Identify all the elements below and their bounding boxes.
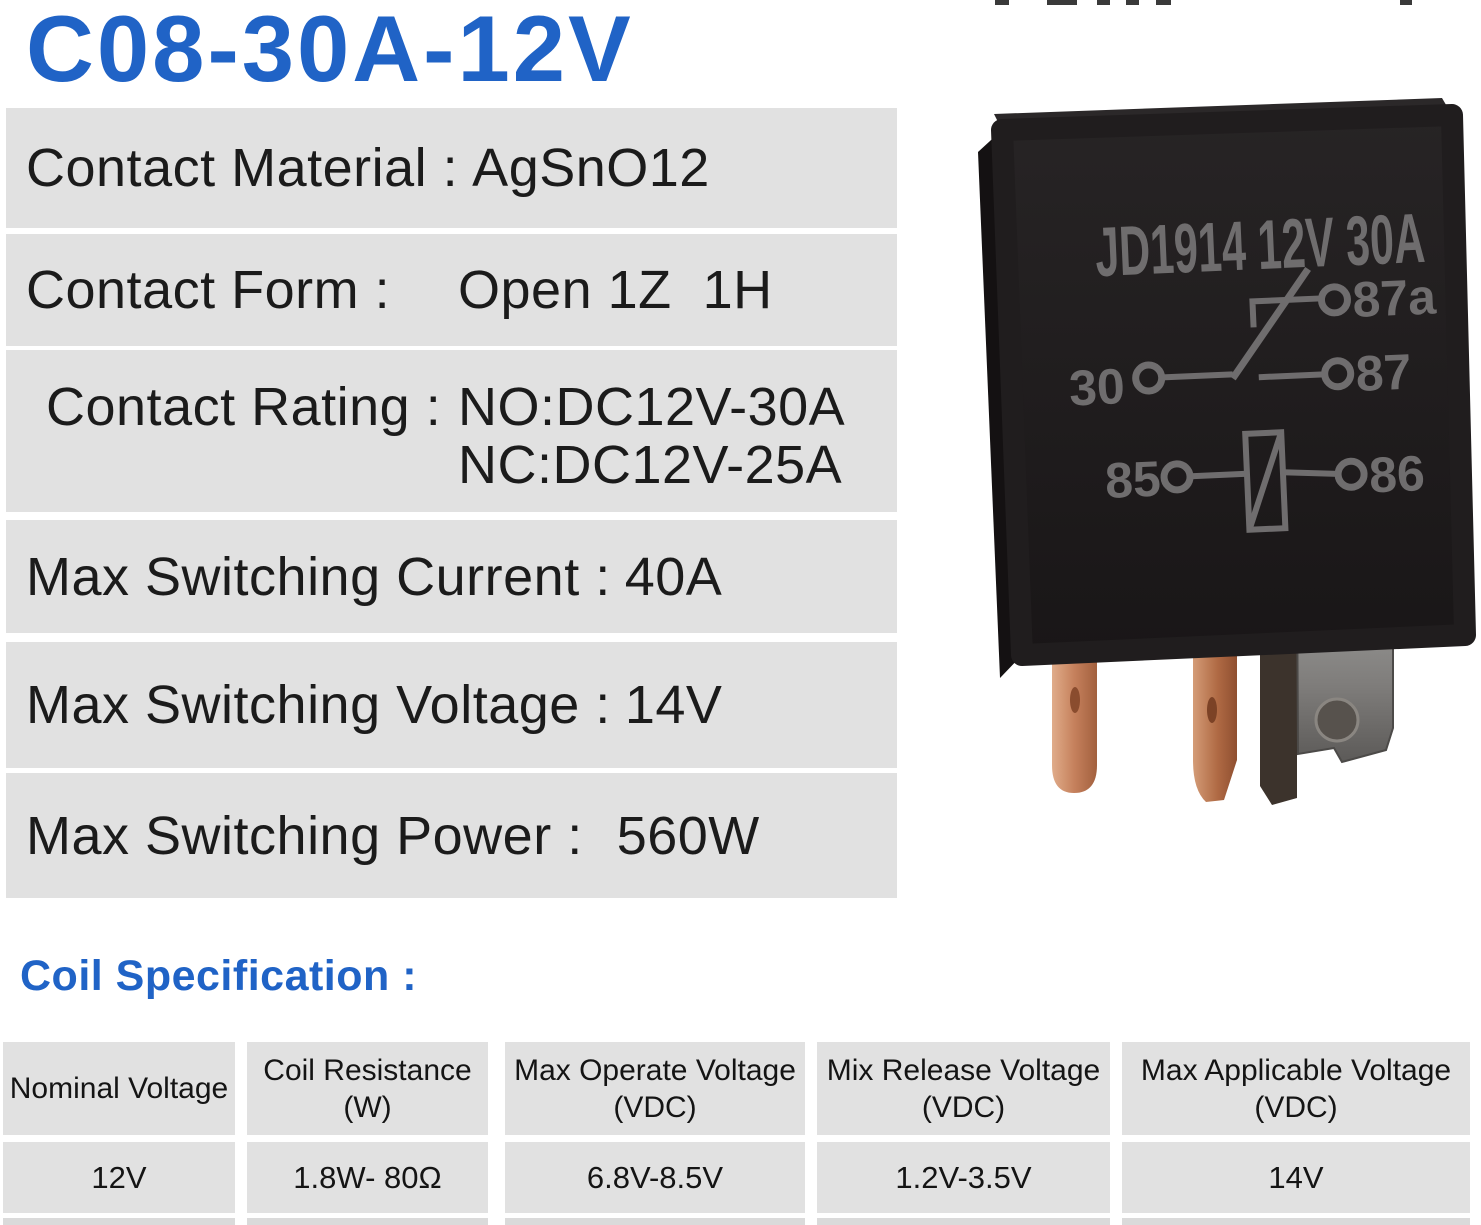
spec-row-contact-material: Contact Material : AgSnO12	[6, 108, 897, 228]
header-line: Nominal Voltage	[9, 1072, 229, 1105]
table-header-max-operate-voltage: Max Operate Voltage (VDC)	[505, 1042, 805, 1135]
relay-print-text: JD1914 12V 30A	[1093, 199, 1426, 291]
cropped-row-sliver	[1122, 1218, 1470, 1225]
spec-label: Max Switching Voltage :	[26, 675, 611, 735]
header-line: Mix Release Voltage	[826, 1053, 1101, 1087]
crop-fragment	[1126, 0, 1139, 5]
relay-body	[978, 98, 1476, 678]
cropped-row-sliver	[3, 1218, 235, 1225]
table-value-max-operate-voltage: 6.8V-8.5V	[505, 1142, 805, 1213]
relay-photo: JD1914 12V 30A 30 87a 87 85 86	[978, 98, 1476, 805]
pin-hole	[1314, 697, 1360, 743]
crop-fragment	[1400, 0, 1412, 5]
coil-symbol	[1242, 429, 1289, 533]
header-line: Max Operate Voltage	[514, 1053, 796, 1087]
pin-label-86: 86	[1368, 445, 1426, 503]
spec-value: 14V	[624, 675, 723, 735]
table-header-coil-resistance: Coil Resistance (W)	[247, 1042, 488, 1135]
spec-value: 40A	[624, 546, 723, 607]
terminal-circle-86	[1334, 457, 1368, 491]
switch-schematic	[1132, 266, 1368, 533]
terminal-circle-30	[1132, 361, 1166, 395]
spec-row-max-power: Max Switching Power : 560W	[6, 773, 897, 898]
header-line: (VDC)	[921, 1090, 1006, 1124]
pin-hole	[1070, 687, 1080, 713]
table-header-mix-release-voltage: Mix Release Voltage (VDC)	[817, 1042, 1110, 1135]
crop-fragment	[1097, 0, 1110, 5]
header-line: (VDC)	[1254, 1090, 1338, 1124]
table-value-nominal-voltage: 12V	[3, 1142, 235, 1213]
header-line: (W)	[343, 1090, 392, 1124]
pin-label-87a: 87a	[1351, 268, 1438, 328]
spec-value: AgSnO12	[472, 138, 710, 198]
header-line: Max Applicable Voltage	[1140, 1053, 1452, 1087]
spec-value-nc: NC:DC12V-25A	[458, 435, 843, 495]
relay-front-face	[991, 104, 1476, 666]
cropped-row-sliver	[505, 1218, 805, 1225]
switch-lever	[1229, 266, 1311, 381]
cropped-row-sliver	[817, 1218, 1110, 1225]
pin-label-87: 87	[1354, 344, 1412, 402]
contact-87-line	[1258, 371, 1324, 381]
header-line: (VDC)	[613, 1090, 697, 1124]
terminal-circle-87a	[1317, 283, 1351, 317]
terminal-circle-87	[1321, 357, 1355, 391]
header-line: Coil Resistance	[263, 1053, 472, 1087]
contact-87a-line	[1249, 295, 1321, 328]
spec-value: Open 1Z 1H	[458, 260, 773, 320]
pin-hole	[1207, 697, 1217, 723]
pin-label-85: 85	[1104, 451, 1162, 509]
crop-fragment	[1156, 0, 1171, 5]
spec-label: Contact Rating :	[46, 377, 442, 437]
spec-label: Max Switching Power :	[26, 805, 583, 866]
spec-label: Contact Material :	[26, 138, 459, 198]
spec-value-no: NO:DC12V-30A	[458, 377, 846, 437]
coil-spec-heading: Coil Specification :	[20, 952, 418, 1000]
spec-row-contact-form: Contact Form : Open 1Z 1H	[6, 234, 897, 346]
pin-label-30: 30	[1068, 358, 1126, 416]
product-title: C08-30A-12V	[26, 0, 634, 101]
spec-row-max-current: Max Switching Current : 40A	[6, 520, 897, 633]
table-value-max-applicable-voltage: 14V	[1122, 1142, 1470, 1213]
spec-label: Contact Form :	[26, 260, 391, 320]
crop-fragment	[995, 0, 1009, 5]
table-header-max-applicable-voltage: Max Applicable Voltage (VDC)	[1122, 1042, 1470, 1135]
relay-markings: JD1914 12V 30A 30 87a 87 85 86	[1068, 199, 1438, 533]
spec-row-max-voltage: Max Switching Voltage : 14V	[6, 642, 897, 768]
terminal-circle-85	[1160, 460, 1194, 494]
spec-value: 560W	[616, 805, 760, 866]
spec-label: Max Switching Current :	[26, 546, 611, 607]
table-header-nominal-voltage: Nominal Voltage	[3, 1042, 235, 1135]
crop-fragment	[1047, 0, 1077, 5]
cropped-row-sliver	[247, 1218, 488, 1225]
table-value-coil-resistance: 1.8W- 80Ω	[247, 1142, 488, 1213]
spec-row-contact-rating: Contact Rating : NO:DC12V-30A NC:DC12V-2…	[6, 350, 897, 512]
table-value-mix-release-voltage: 1.2V-3.5V	[817, 1142, 1110, 1213]
